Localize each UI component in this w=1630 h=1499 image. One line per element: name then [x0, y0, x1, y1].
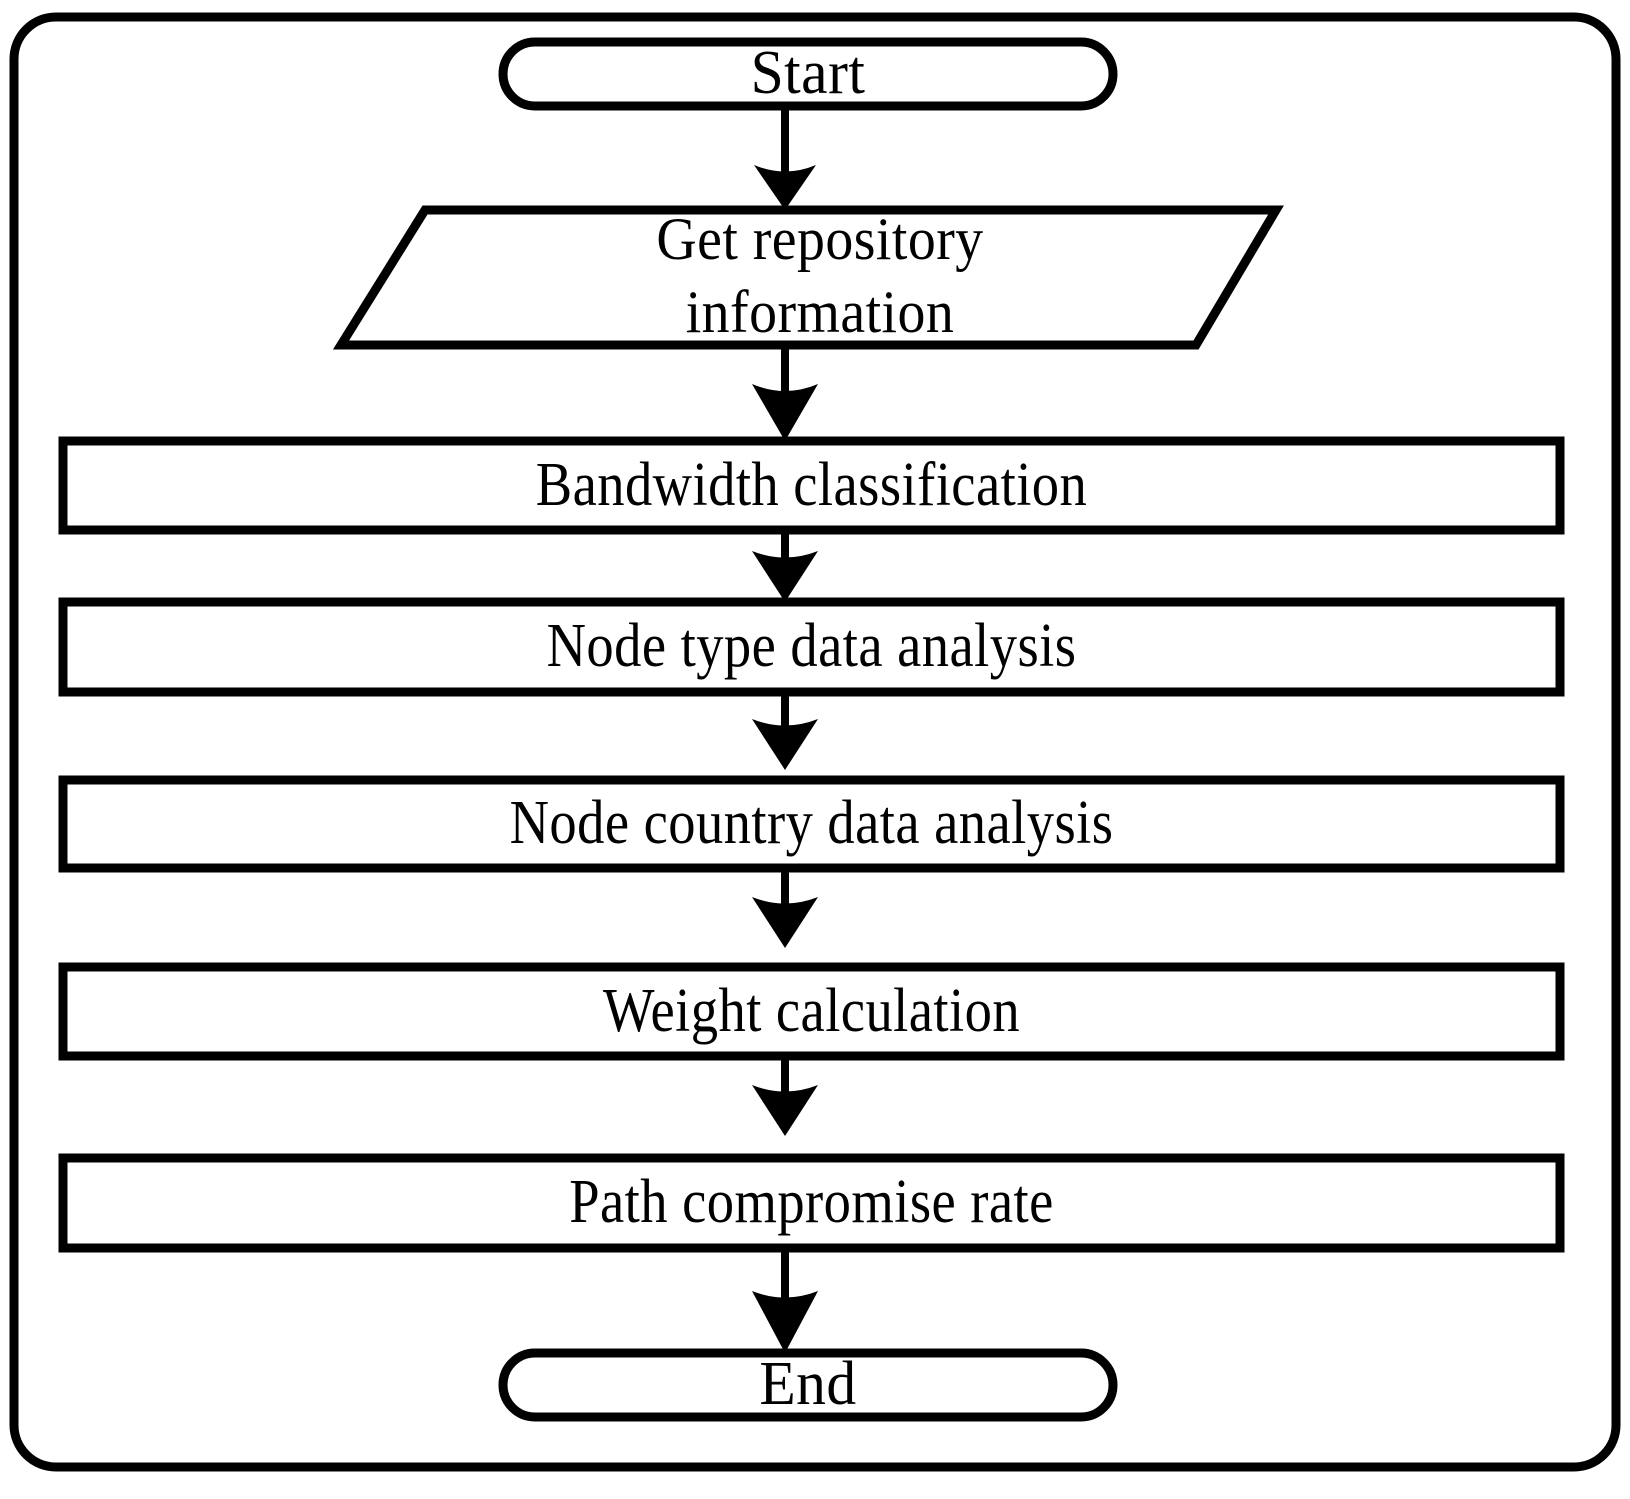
- node-shape-start[interactable]: [498, 37, 1118, 111]
- node-shape-node-type-analysis[interactable]: [58, 597, 1565, 697]
- node-shape-bandwidth-class[interactable]: [58, 436, 1565, 535]
- edge-node-type-analysis-to-node-country-analysis: [752, 692, 818, 770]
- node-shape-path-compromise[interactable]: [58, 1153, 1565, 1253]
- node-shape-weight-calculation[interactable]: [58, 962, 1565, 1061]
- node-shape-end[interactable]: [498, 1348, 1118, 1422]
- edge-weight-calculation-to-path-compromise: [752, 1056, 818, 1136]
- edge-path-compromise-to-end: [752, 1248, 818, 1353]
- outer-rounded-frame: [9, 12, 1621, 1472]
- edge-start-to-get-repo-info: [754, 105, 816, 210]
- edge-node-country-analysis-to-weight-calculation: [752, 868, 818, 948]
- edge-bandwidth-class-to-node-type-analysis: [752, 530, 818, 602]
- node-shape-node-country-analysis[interactable]: [58, 775, 1565, 873]
- edge-get-repo-info-to-bandwidth-class: [752, 345, 818, 441]
- node-shape-get-repo-info[interactable]: [332, 205, 1284, 350]
